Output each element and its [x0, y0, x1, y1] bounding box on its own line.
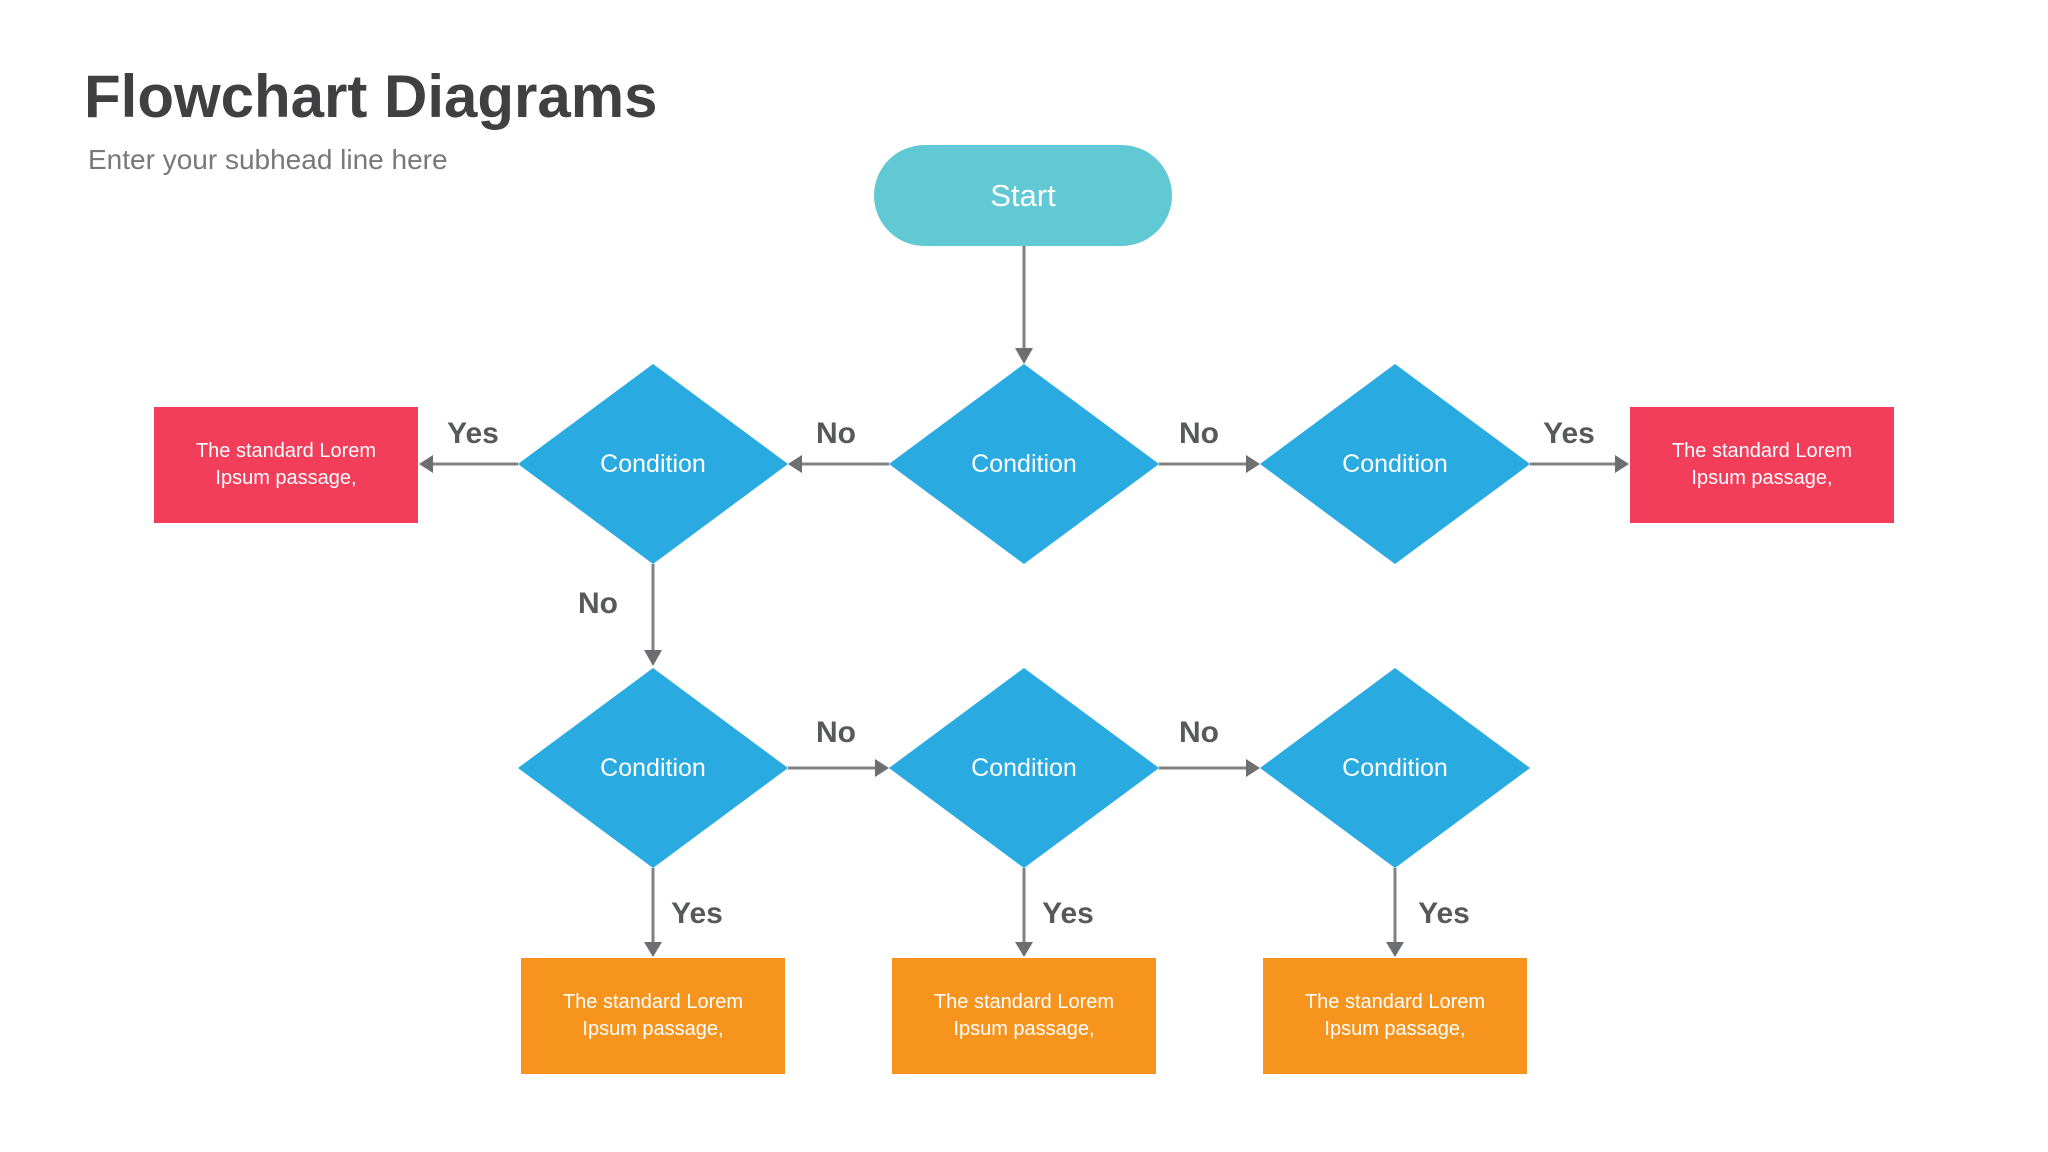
page-title: Flowchart Diagrams: [84, 63, 658, 130]
page-subtitle: Enter your subhead line here: [88, 144, 448, 175]
result-box-orange-2: The standard Lorem Ipsum passage,: [892, 958, 1156, 1074]
result-text: The standard Lorem Ipsum passage,: [933, 991, 1115, 1040]
arrow-bottom-right-to-orange-3: [1386, 868, 1404, 957]
arrow-top-center-to-top-left: [788, 455, 889, 473]
start-node-label: Start: [990, 177, 1056, 213]
condition-label: Condition: [600, 753, 706, 782]
arrow-top-left-to-bottom-left: [644, 564, 662, 666]
arrow-bottom-left-to-bottom-center: [788, 759, 889, 777]
result-box-orange-3: The standard Lorem Ipsum passage,: [1263, 958, 1527, 1074]
edge-label-no-top-left: No: [816, 417, 856, 450]
arrow-head: [1015, 348, 1033, 364]
arrow-start-to-top-center: [1015, 246, 1033, 364]
result-box-orange-1: The standard Lorem Ipsum passage,: [521, 958, 785, 1074]
result-text: The standard Lorem Ipsum passage,: [1671, 440, 1853, 489]
arrow-head: [788, 455, 802, 473]
edge-label-no-mid-down: No: [578, 587, 618, 620]
arrow-top-left-to-red-left: [419, 455, 518, 473]
result-text: The standard Lorem Ipsum passage,: [1304, 991, 1486, 1040]
edge-label-no-bottom-left: No: [816, 716, 856, 749]
arrow-head: [644, 942, 662, 957]
edge-label-yes-top-left: Yes: [447, 417, 499, 450]
arrow-head: [419, 455, 433, 473]
edge-label-yes-bottom-3: Yes: [1418, 897, 1470, 930]
arrow-head: [1246, 759, 1260, 777]
result-text: The standard Lorem Ipsum passage,: [195, 440, 377, 489]
arrow-head: [1015, 942, 1033, 957]
condition-label: Condition: [971, 753, 1077, 782]
arrow-head: [1386, 942, 1404, 957]
result-box-red-right: The standard Lorem Ipsum passage,: [1630, 407, 1894, 523]
arrow-top-center-to-top-right: [1159, 455, 1260, 473]
condition-label: Condition: [971, 449, 1077, 478]
arrow-bottom-left-to-orange-1: [644, 868, 662, 957]
edge-label-no-bottom-right: No: [1179, 716, 1219, 749]
edge-label-yes-top-right: Yes: [1543, 417, 1595, 450]
result-box-red-left: The standard Lorem Ipsum passage,: [154, 407, 418, 523]
arrow-bottom-center-to-orange-2: [1015, 868, 1033, 957]
condition-label: Condition: [600, 449, 706, 478]
arrow-top-right-to-red-right: [1530, 455, 1629, 473]
arrow-bottom-center-to-bottom-right: [1159, 759, 1260, 777]
arrow-head: [1246, 455, 1260, 473]
arrow-head: [644, 650, 662, 666]
condition-label: Condition: [1342, 753, 1448, 782]
condition-label: Condition: [1342, 449, 1448, 478]
start-node: Start: [874, 145, 1172, 246]
arrow-head: [875, 759, 889, 777]
edge-label-no-top-right: No: [1179, 417, 1219, 450]
edge-label-yes-bottom-1: Yes: [671, 897, 723, 930]
result-text: The standard Lorem Ipsum passage,: [562, 991, 744, 1040]
arrow-head: [1615, 455, 1629, 473]
edge-label-yes-bottom-2: Yes: [1042, 897, 1094, 930]
